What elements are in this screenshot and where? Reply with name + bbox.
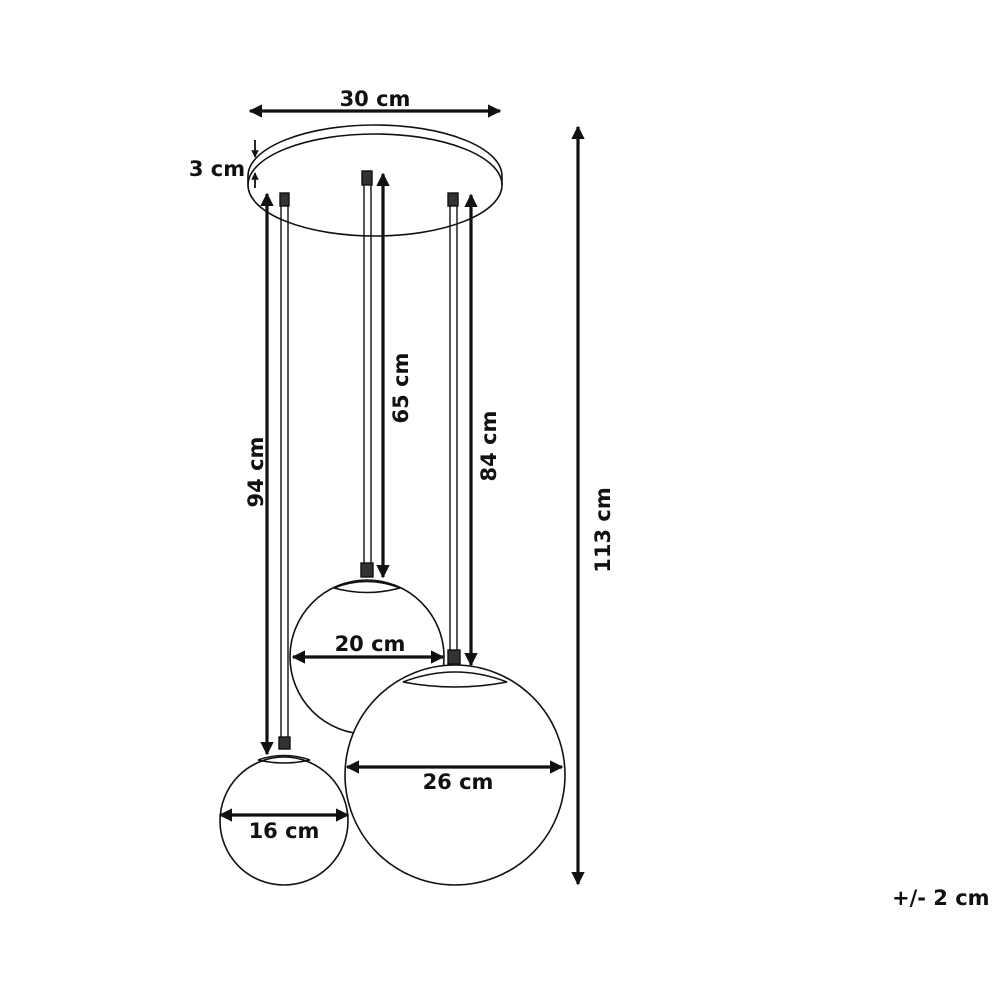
canopy	[247, 124, 503, 237]
globe-large-label: 26 cm	[423, 770, 494, 794]
globe-large	[344, 664, 566, 886]
cords	[278, 170, 461, 750]
canopy-height-label: 3 cm	[189, 157, 245, 181]
globe-small-label: 16 cm	[249, 819, 320, 843]
total-height-label: 113 cm	[591, 487, 615, 572]
dimension-lines	[218, 104, 585, 886]
canopy-width-label: 30 cm	[340, 87, 411, 111]
globe-middle-label: 20 cm	[335, 632, 406, 656]
cord-right-label: 84 cm	[477, 411, 501, 482]
cord-middle	[360, 170, 374, 578]
cord-left-label: 94 cm	[244, 437, 268, 508]
cord-left	[278, 192, 291, 750]
cord-middle-label: 65 cm	[389, 353, 413, 424]
cord-right	[447, 192, 461, 665]
dimension-labels: 30 cm 3 cm 94 cm 65 cm 84 cm 113 cm 20 c…	[189, 87, 615, 843]
tolerance-note: +/- 2 cm	[892, 886, 990, 910]
